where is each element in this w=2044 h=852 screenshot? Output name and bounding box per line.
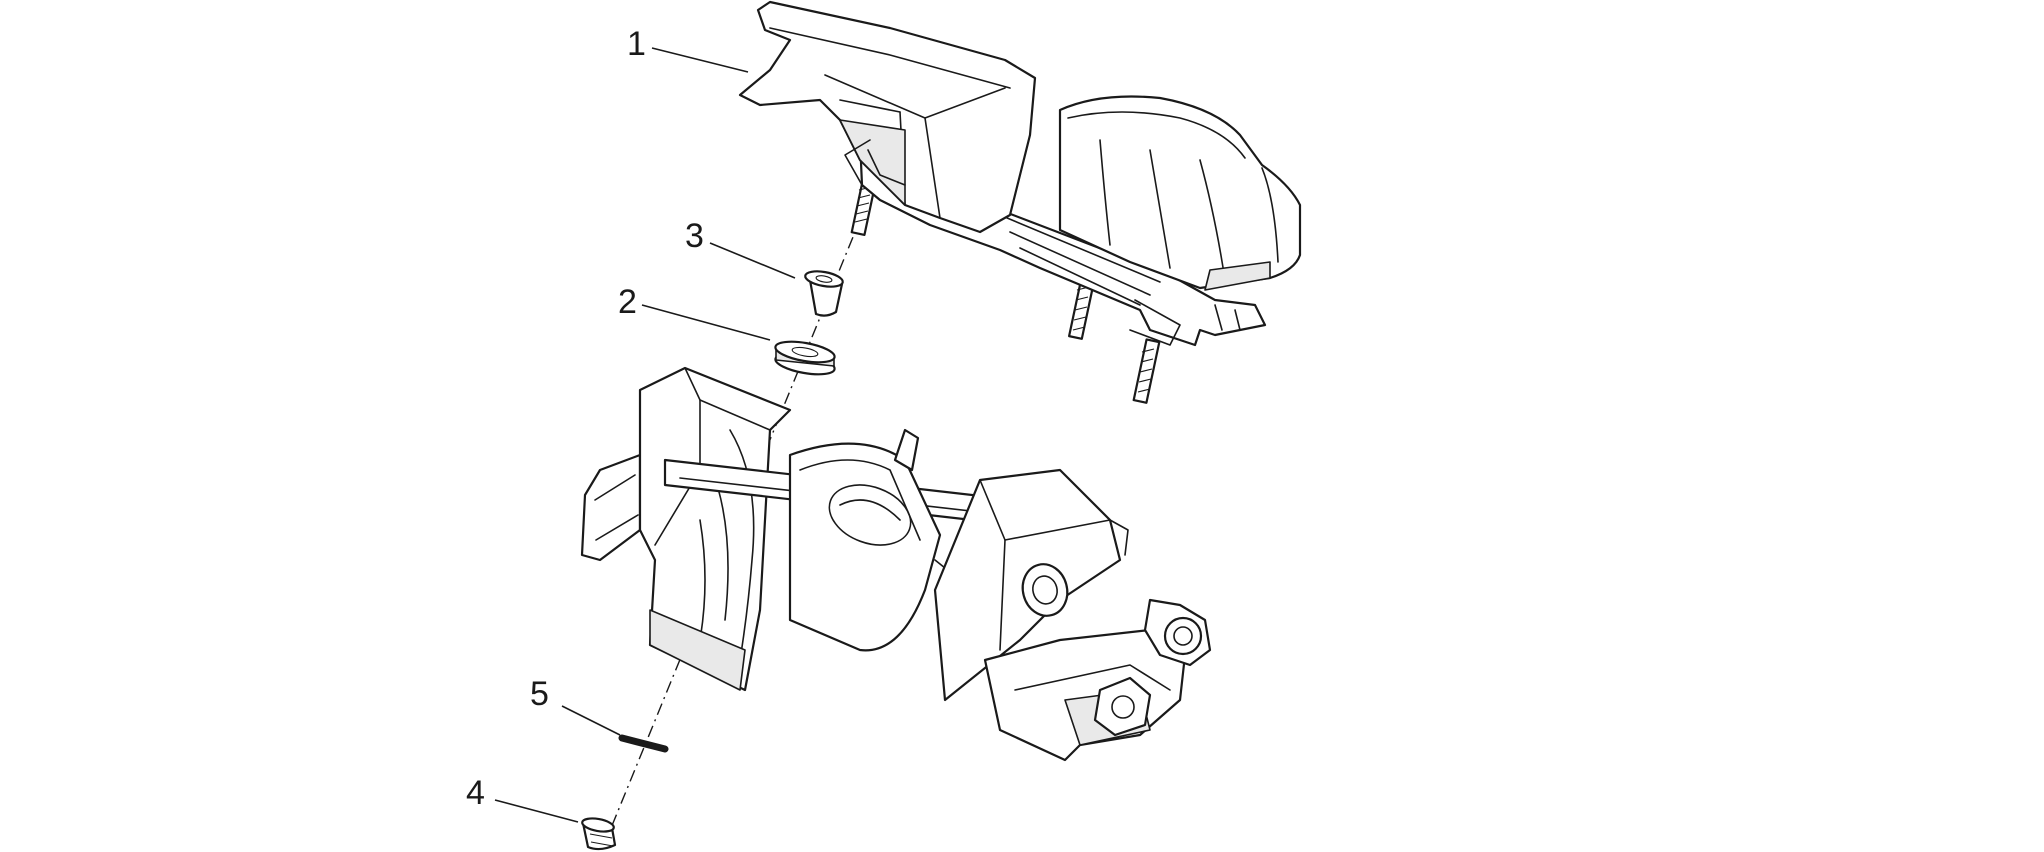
callout-number-3: 3 [685,217,704,255]
callout-number-5: 5 [530,675,549,713]
main-bracket [580,366,1212,762]
part-4-cap [581,817,617,851]
leader-line-3 [709,242,796,279]
part-3-spacer-bushing [804,270,844,317]
part-5-pin [618,734,669,753]
mounting-stud [1132,338,1161,404]
leader-line-4 [494,799,579,823]
part-1-instrument-housing [738,0,1302,404]
callout-number-1: 1 [627,25,646,63]
part-2-rubber-grommet [774,340,836,376]
callout-number-4: 4 [466,774,485,812]
leader-line-2 [641,304,771,341]
leader-line-5 [561,705,621,736]
leader-line-1 [651,47,749,73]
callout-number-2: 2 [618,283,637,321]
